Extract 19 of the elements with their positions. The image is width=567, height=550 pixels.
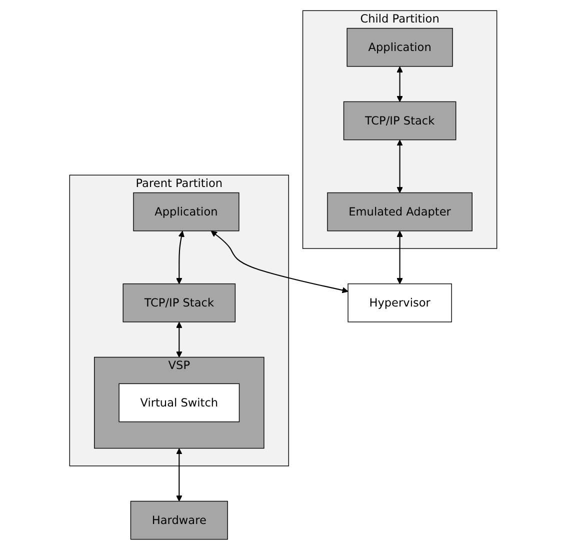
node-box — [327, 192, 473, 232]
node-box — [344, 101, 456, 140]
diagram-drawing: Child Partition Application TCP/IP Stack Parent Partition Application Emulated Adapter TCP/IP Stack Hypervisor VSP Virtual Switch Hardware — [64, 5, 503, 545]
arrow — [176, 322, 182, 358]
arrow — [396, 66, 404, 102]
node-box — [346, 28, 454, 67]
cluster — [302, 10, 498, 249]
arrow — [396, 230, 404, 284]
node-box — [123, 283, 236, 322]
arrow — [396, 140, 404, 194]
cluster — [70, 174, 290, 466]
arrow — [211, 230, 349, 294]
node-box — [130, 500, 228, 540]
cluster — [94, 356, 265, 449]
node-box — [133, 192, 240, 232]
arrow — [176, 448, 182, 502]
node-box — [348, 283, 452, 322]
node-box — [118, 383, 240, 422]
arrow — [176, 230, 185, 284]
